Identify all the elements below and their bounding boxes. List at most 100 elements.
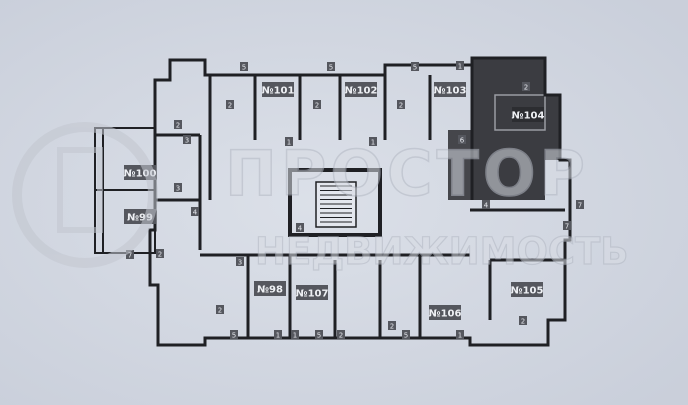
room-marker-bg (482, 200, 490, 209)
room-number: 6 (460, 137, 465, 145)
room-marker-bg (236, 257, 244, 266)
room-marker-bg (388, 321, 396, 330)
room-number: 3 (238, 259, 242, 267)
room-number: 3 (185, 137, 189, 145)
room-number: 2 (228, 102, 232, 110)
room-number: 1 (293, 332, 297, 340)
room-marker-bg (230, 330, 238, 339)
unit-104-inner-room (494, 94, 546, 131)
room-number: 2 (524, 84, 528, 92)
room-marker-bg (315, 330, 323, 339)
room-number: 4 (193, 209, 198, 217)
room-marker-bg (327, 62, 335, 71)
unit-label-bg (254, 281, 286, 296)
right-partitions (470, 208, 565, 320)
room-number: 2 (339, 332, 343, 340)
room-number: 1 (371, 139, 375, 147)
unit-label[interactable]: №102 (345, 82, 378, 97)
outer-wall (148, 56, 572, 347)
room-marker-bg (576, 200, 584, 209)
room-marker-bg (240, 62, 248, 71)
room-number: 3 (176, 185, 180, 193)
unit-label[interactable]: №107 (296, 285, 329, 300)
unit-label-bg (296, 285, 328, 300)
unit-number: №99 (127, 213, 153, 224)
room-marker-bg (291, 330, 299, 339)
room-number: 2 (390, 323, 394, 331)
room-marker-bg (274, 330, 282, 339)
room-marker-bg (285, 137, 293, 146)
room-number: 1 (276, 332, 280, 340)
room-marker-bg (174, 120, 182, 129)
top-partitions (208, 65, 474, 200)
unit-label[interactable]: №106 (429, 305, 462, 320)
unit-label-bg (345, 82, 377, 97)
unit-label[interactable]: №104 (512, 107, 545, 122)
unit-number: №105 (511, 286, 544, 297)
room-number: 1 (458, 63, 462, 71)
room-marker-bg (456, 61, 464, 70)
room-marker-bg (226, 100, 234, 109)
room-number: 2 (315, 102, 319, 110)
watermark-logo: ПРОСТОР НЕДВИЖИМОСТЬ (12, 122, 629, 274)
room-number: 1 (458, 332, 462, 340)
unit-label-bg (512, 107, 544, 122)
unit-label-bg (434, 82, 466, 97)
unit-label[interactable]: №101 (262, 82, 295, 97)
room-marker-bg (522, 82, 530, 91)
room-marker-bg (519, 316, 527, 325)
room-marker-bg (156, 249, 164, 258)
unit-number: №100 (124, 169, 157, 180)
unit-label-bg (262, 82, 294, 97)
unit-number: №102 (345, 86, 378, 97)
room-number: 5 (242, 64, 246, 72)
unit-label[interactable]: №98 (254, 281, 286, 296)
unit-number: №104 (512, 111, 545, 122)
stair-core (288, 168, 382, 237)
room-marker-bg (456, 330, 464, 339)
unit-label-bg (511, 282, 543, 297)
unit-number: №98 (257, 285, 283, 296)
unit-label[interactable]: №105 (511, 282, 544, 297)
room-number: 5 (404, 332, 408, 340)
room-marker-bg (411, 62, 419, 71)
room-number: 4 (484, 202, 489, 210)
room-marker-bg (397, 100, 405, 109)
unit-label-bg (429, 305, 461, 320)
room-number: 5 (413, 64, 417, 72)
room-marker-bg (126, 250, 134, 259)
room-marker-bg (313, 100, 321, 109)
unit-number: №101 (262, 86, 295, 97)
left-partitions (155, 133, 202, 250)
room-number: 7 (128, 252, 132, 260)
room-marker-bg (296, 223, 304, 232)
room-marker-bg (369, 137, 377, 146)
room-marker-bg (174, 183, 182, 192)
room-number: 1 (287, 139, 291, 147)
room-number: 2 (218, 307, 222, 315)
unit-number: №106 (429, 309, 462, 320)
room-number: 7 (565, 223, 569, 231)
room-number: 2 (158, 251, 162, 259)
room-marker-bg (191, 207, 199, 216)
room-number: 2 (176, 122, 180, 130)
room-marker-bg (183, 135, 191, 144)
room-number: 4 (298, 225, 303, 233)
room-number: 7 (578, 202, 582, 210)
room-marker-bg (458, 135, 466, 144)
room-number: 5 (232, 332, 236, 340)
unit-number: №103 (434, 86, 467, 97)
room-number: 2 (521, 318, 525, 326)
bottom-partitions (200, 253, 470, 338)
room-marker-bg (402, 330, 410, 339)
unit-104-highlight-annex (448, 130, 472, 200)
room-marker-bg (337, 330, 345, 339)
unit-label[interactable]: №103 (434, 82, 467, 97)
room-marker-bg (563, 221, 571, 230)
watermark-line2: НЕДВИЖИМОСТЬ (255, 230, 629, 273)
unit-104-highlight (472, 58, 560, 200)
walls (148, 56, 572, 347)
room-number: 5 (317, 332, 321, 340)
